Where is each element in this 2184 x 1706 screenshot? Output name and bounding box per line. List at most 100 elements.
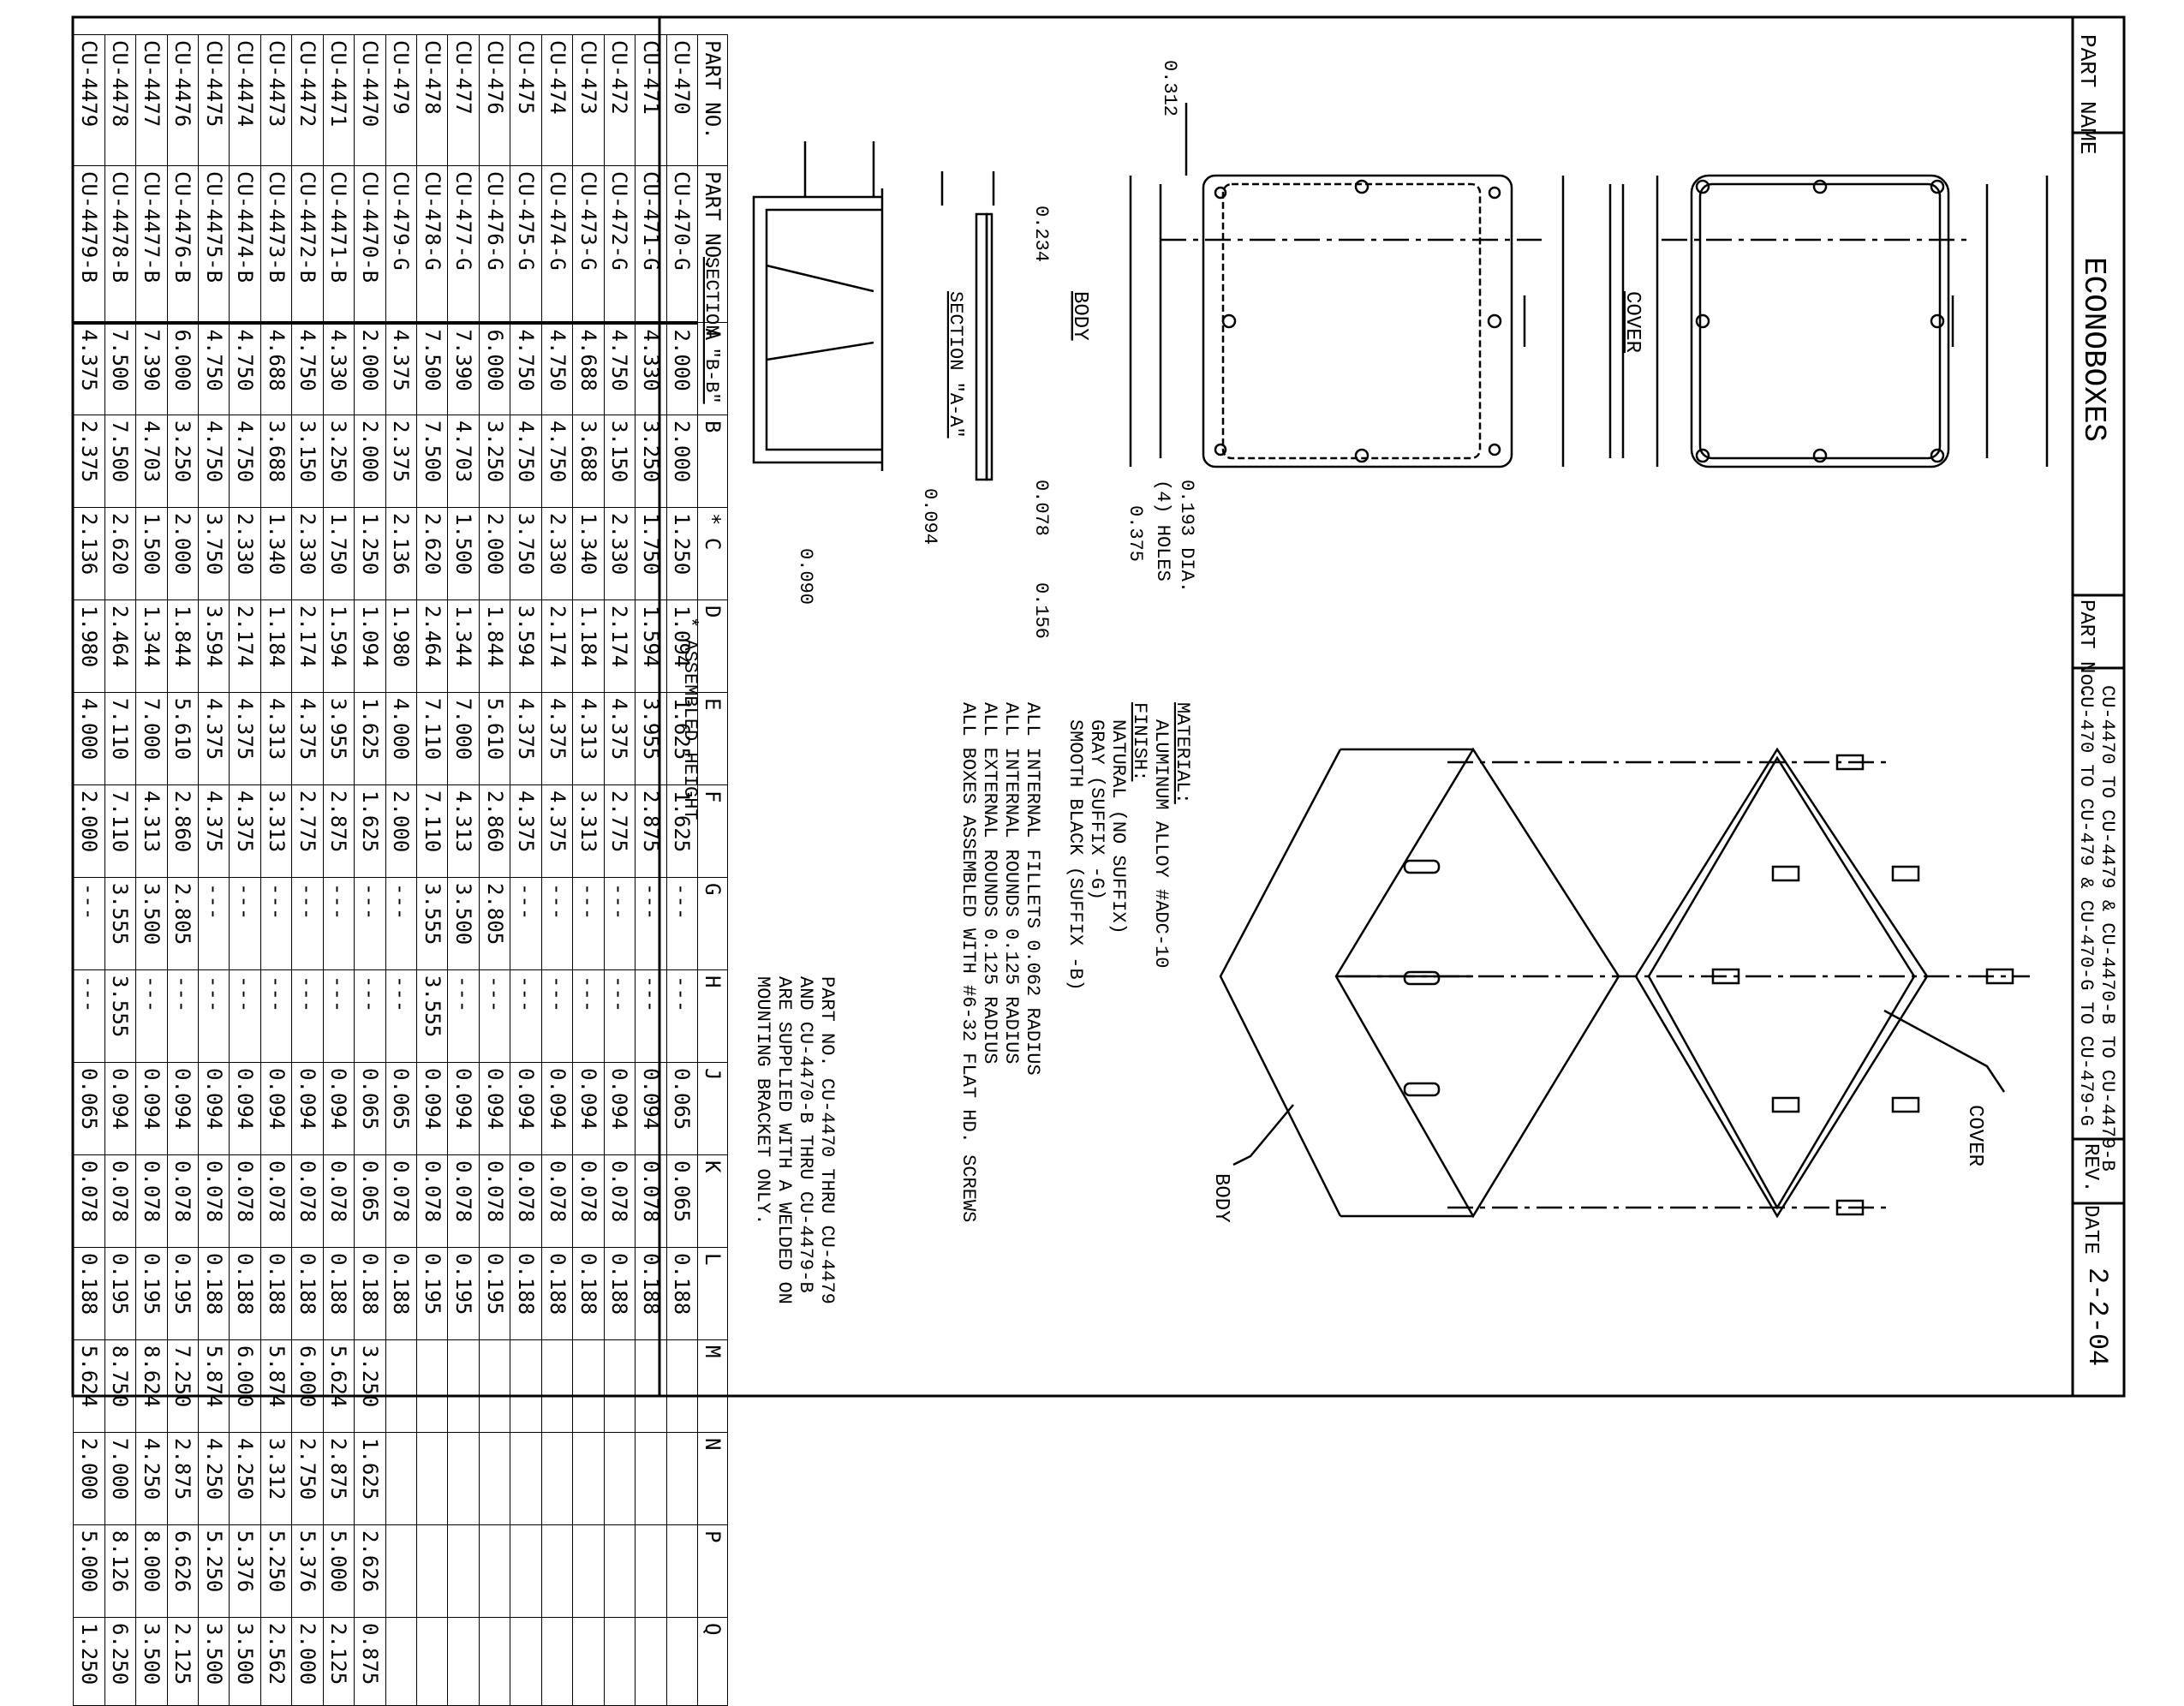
- table-cell: 4.313: [260, 692, 292, 785]
- table-cell: 2.626: [354, 1524, 386, 1618]
- table-cell: 5.376: [291, 1524, 324, 1618]
- table-cell: 4.375: [198, 692, 230, 785]
- table-cell: 0.094: [541, 1062, 573, 1155]
- table-cell: 3.150: [604, 415, 636, 508]
- table-cell: 2.805: [167, 877, 199, 970]
- table-cell: 6.250: [104, 1617, 136, 1706]
- table-cell: 1.625: [354, 1432, 386, 1525]
- table-cell: CU-4476-B: [167, 165, 199, 323]
- table-cell: 4.750: [510, 322, 542, 415]
- table-cell: [385, 1432, 417, 1525]
- table-cell: 0.094: [260, 1062, 292, 1155]
- table-cell: 3.955: [323, 692, 355, 785]
- table-cell: 3.500: [135, 1617, 168, 1706]
- table-cell: 1.980: [73, 599, 105, 693]
- table-cell: [572, 1432, 605, 1525]
- table-cell: 0.078: [479, 1154, 510, 1248]
- table-cell: 1.250: [73, 1617, 105, 1706]
- table-cell: 0.094: [635, 1062, 667, 1155]
- table-cell: 4.313: [572, 692, 605, 785]
- table-cell: CU-473: [572, 34, 605, 166]
- table-cell: ---: [354, 969, 386, 1063]
- table-cell: 3.313: [260, 784, 292, 878]
- table-cell: 1.500: [448, 507, 480, 600]
- table-cell: 3.594: [510, 599, 542, 693]
- cover-label: COVER: [1620, 291, 1644, 353]
- table-cell: [666, 1339, 698, 1433]
- table-cell: 6.626: [167, 1524, 199, 1618]
- table-header-cell: M: [697, 1339, 728, 1433]
- table-cell: 3.250: [323, 415, 355, 508]
- table-cell: CU-4474-B: [229, 165, 261, 323]
- table-cell: 3.500: [229, 1617, 261, 1706]
- table-cell: 0.065: [385, 1062, 417, 1155]
- table-cell: 2.125: [167, 1617, 199, 1706]
- table-header-cell: PART NO.: [697, 165, 728, 323]
- table-cell: 3.500: [198, 1617, 230, 1706]
- table-cell: 2.875: [323, 784, 355, 878]
- dim-0156: 0.156: [1030, 582, 1052, 639]
- table-cell: 2.000: [167, 507, 199, 600]
- table-cell: CU-472: [604, 34, 636, 166]
- table-cell: [635, 1524, 667, 1618]
- body-label: BODY: [1068, 291, 1091, 341]
- table-cell: 0.094: [604, 1062, 636, 1155]
- table-cell: 3.594: [198, 599, 230, 693]
- table-header-cell: N: [697, 1432, 728, 1525]
- table-cell: 0.094: [167, 1062, 199, 1155]
- table-cell: 2.875: [167, 1432, 199, 1525]
- table-cell: CU-4472-B: [291, 165, 324, 323]
- table-cell: ---: [635, 877, 667, 970]
- table-cell: 5.874: [198, 1339, 230, 1433]
- section-bb-label: SECTION "B-B": [701, 257, 722, 404]
- table-cell: ---: [385, 969, 417, 1063]
- general-note-2: ALL INTERNAL ROUNDS 0.125 RADIUS: [1000, 702, 1022, 1064]
- table-cell: 0.078: [323, 1154, 355, 1248]
- table-cell: CU-473-G: [572, 165, 605, 323]
- table-cell: 7.110: [104, 692, 136, 785]
- table-cell: ---: [541, 969, 573, 1063]
- table-cell: ---: [572, 877, 605, 970]
- table-header-cell: F: [697, 784, 728, 878]
- table-cell: 3.688: [260, 415, 292, 508]
- table-cell: 3.313: [572, 784, 605, 878]
- table-cell: 7.500: [104, 322, 136, 415]
- table-cell: 0.078: [198, 1154, 230, 1248]
- table-header-cell: P: [697, 1524, 728, 1618]
- table-cell: [604, 1432, 636, 1525]
- table-cell: 2.174: [229, 599, 261, 693]
- table-cell: 0.188: [198, 1247, 230, 1340]
- table-cell: 1.625: [666, 692, 698, 785]
- table-cell: 4.375: [198, 784, 230, 878]
- table-cell: 0.188: [385, 1247, 417, 1340]
- part-name: ECONOBOXES: [2076, 257, 2111, 442]
- holes-label-1: 0.193 DIA.: [1176, 480, 1197, 593]
- table-cell: ---: [198, 877, 230, 970]
- table-cell: ---: [666, 877, 698, 970]
- table-cell: ---: [229, 969, 261, 1063]
- table-cell: 2.000: [666, 415, 698, 508]
- table-cell: [604, 1339, 636, 1433]
- table-cell: 1.750: [635, 507, 667, 600]
- table-cell: ---: [260, 877, 292, 970]
- part-no-line2: CU-4470 TO CU-4479 & CU-4470-B TO CU-447…: [2097, 685, 2118, 1172]
- table-cell: 4.703: [448, 415, 480, 508]
- section-aa: [940, 171, 995, 481]
- table-cell: 0.188: [541, 1247, 573, 1340]
- table-cell: [416, 1339, 448, 1433]
- finish-1: NATURAL (NO SUFFIX): [1107, 719, 1129, 934]
- table-cell: ---: [323, 969, 355, 1063]
- table-cell: 4.313: [448, 784, 480, 878]
- table-cell: ---: [167, 969, 199, 1063]
- table-cell: 0.078: [572, 1154, 605, 1248]
- table-cell: 0.195: [448, 1247, 480, 1340]
- table-cell: 3.750: [198, 507, 230, 600]
- material-text: ALUMINUM ALLOY #ADC-10: [1150, 719, 1172, 968]
- table-cell: [666, 1524, 698, 1618]
- table-cell: 2.174: [604, 599, 636, 693]
